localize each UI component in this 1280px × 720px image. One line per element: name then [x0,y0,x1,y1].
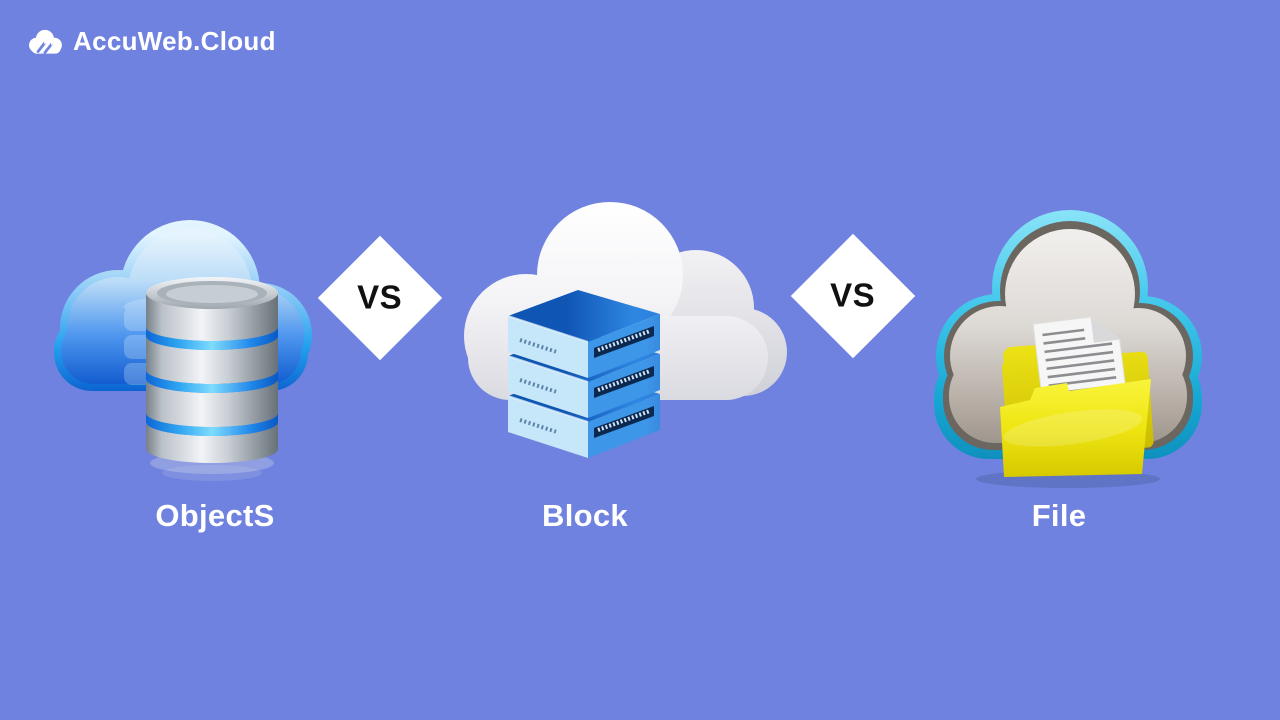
block-storage-label: Block [542,498,628,533]
logo-text: AccuWeb.Cloud [73,26,276,56]
accuweb-logo: AccuWeb.Cloud [28,26,276,57]
folder-front-panel [1000,379,1151,477]
file-storage-icon [934,210,1202,488]
server-stack [507,290,660,458]
file-storage-label: File [1031,498,1087,533]
vs-diamond-1: VS [317,235,443,361]
block-storage-icon [464,202,787,458]
database-cylinder [146,277,278,481]
vs-label: VS [830,277,876,314]
vs-diamond-2: VS [790,233,916,359]
folder-with-document [976,316,1160,488]
object-storage-icon [54,220,312,481]
vs-label: VS [357,279,403,316]
cloud-logo-icon [29,29,62,54]
object-storage-label: ObjectS [155,498,275,533]
